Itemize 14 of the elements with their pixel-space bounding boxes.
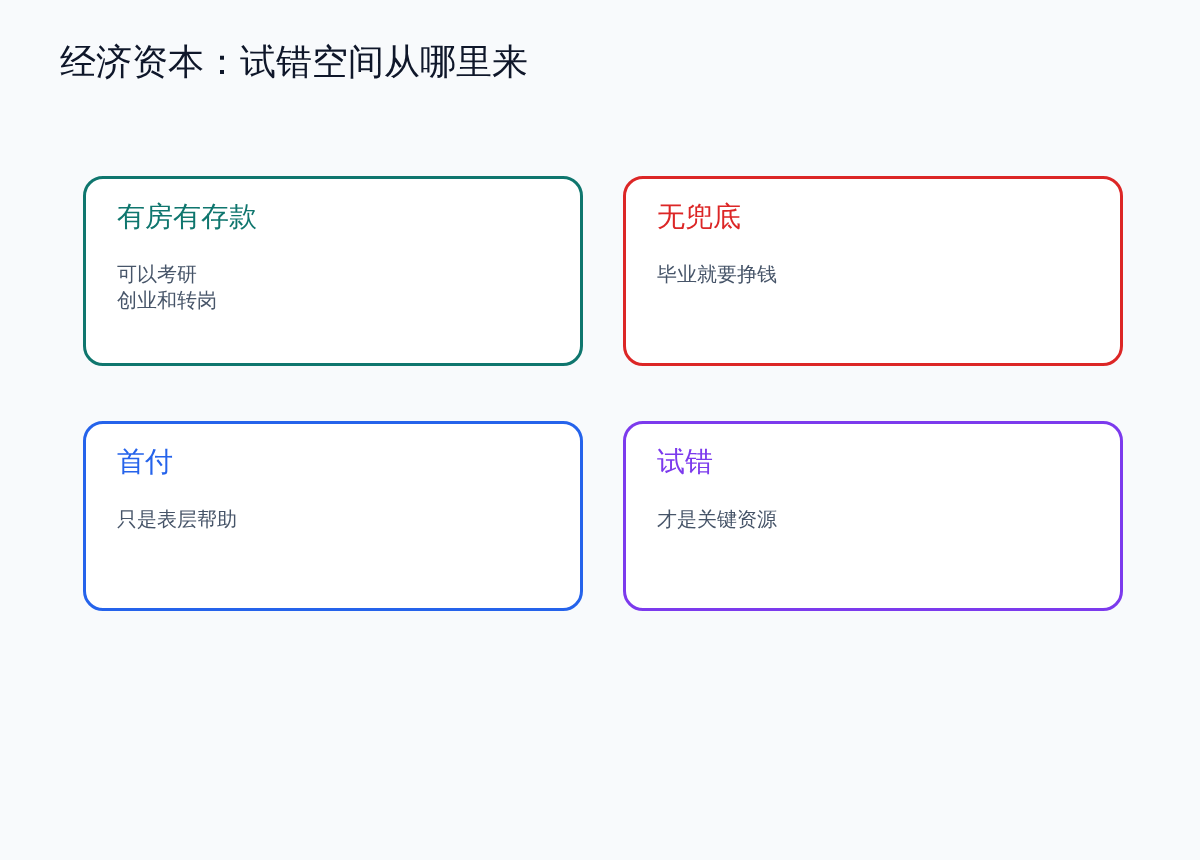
- title: 经济资本：试错空间从哪里来: [60, 40, 528, 83]
- card: [623, 421, 1123, 611]
- card: [623, 176, 1123, 366]
- card-text: 才是关键资源: [657, 506, 777, 532]
- card-heading: 有房有存款: [117, 200, 257, 234]
- card-text: 可以考研: [117, 261, 197, 287]
- card-text: 毕业就要挣钱: [657, 261, 777, 287]
- card-heading: 无兜底: [657, 200, 741, 234]
- card-text: 只是表层帮助: [117, 506, 237, 532]
- card: [83, 176, 583, 366]
- card-text: 创业和转岗: [117, 287, 217, 313]
- card-heading: 试错: [657, 445, 713, 479]
- card: [83, 421, 583, 611]
- card-heading: 首付: [117, 445, 173, 479]
